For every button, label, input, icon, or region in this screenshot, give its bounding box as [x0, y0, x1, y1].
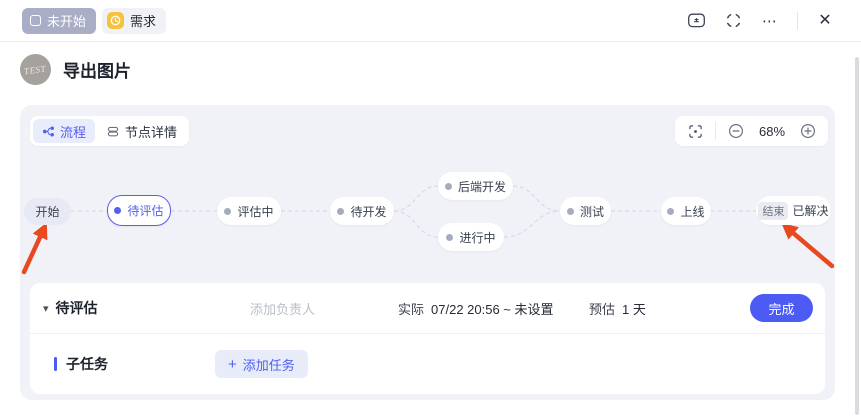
tab-node-details[interactable]: 节点详情 — [97, 119, 186, 143]
node-detail-title: 待评估 — [55, 300, 98, 316]
node-detail-card: ▾ 待评估 添加负责人 实际 07/22 20:56 ~ 未设置 预估 1 天 … — [30, 283, 825, 394]
subtasks-accent-bar — [54, 357, 57, 371]
flow-node-label: 待评估 — [127, 204, 164, 218]
subtasks-row: 子任务 + 添加任务 — [30, 334, 825, 394]
actual-label: 实际 — [398, 301, 425, 317]
annotation-arrow-right — [781, 222, 835, 269]
more-icon[interactable]: ⋯ — [762, 12, 778, 30]
add-task-label: 添加任务 — [242, 357, 295, 373]
flow-node-label: 评估中 — [237, 204, 274, 219]
flow-node-label: 待开发 — [350, 204, 387, 219]
node-dot-icon — [114, 207, 122, 214]
fit-view-icon[interactable] — [685, 121, 705, 141]
plus-icon: + — [228, 355, 237, 373]
workflow-panel: 流程 节点详情 68% 开始 待评估 — [20, 105, 835, 400]
flow-node-pending-dev[interactable]: 待开发 — [330, 197, 394, 225]
page-title: 导出图片 — [63, 62, 131, 81]
annotation-arrow-left — [21, 222, 48, 275]
collapse-icon[interactable]: ▾ — [43, 302, 49, 315]
estimate-field[interactable]: 预估 1 天 — [589, 299, 646, 318]
actual-value[interactable]: 07/22 20:56 ~ 未设置 — [431, 301, 554, 317]
end-badge: 结束 — [758, 201, 789, 220]
subtasks-label: 子任务 — [66, 356, 108, 372]
flow-node-label: 已解决 — [792, 204, 829, 218]
flow-node-backend-dev[interactable]: 后端开发 — [438, 172, 513, 200]
zoom-out-icon[interactable] — [726, 121, 746, 141]
avatar: TEST — [20, 54, 51, 85]
status-badge[interactable]: 未开始 — [22, 7, 97, 34]
node-detail-row: ▾ 待评估 添加负责人 实际 07/22 20:56 ~ 未设置 预估 1 天 … — [30, 283, 825, 333]
type-badge-label: 需求 — [130, 14, 157, 29]
node-dot-icon — [224, 207, 232, 215]
fullscreen-icon[interactable] — [723, 11, 743, 31]
flow-node-label: 上线 — [680, 204, 705, 219]
header-separator — [0, 41, 861, 42]
scrollbar[interactable] — [855, 57, 859, 415]
zoom-divider — [715, 122, 716, 140]
flow-node-label: 进行中 — [459, 230, 496, 245]
flow-node-label: 开始 — [35, 205, 60, 219]
tab-flow-label: 流程 — [60, 124, 87, 140]
flow-node-label: 测试 — [579, 204, 604, 219]
flow-node-in-progress[interactable]: 进行中 — [438, 223, 504, 251]
flow-node-testing[interactable]: 测试 — [560, 197, 611, 225]
node-details-icon — [107, 126, 119, 136]
zoom-controls: 68% — [675, 116, 828, 146]
header-divider — [797, 11, 798, 30]
estimate-value[interactable]: 1 天 — [622, 301, 646, 317]
header-bar: 未开始 需求 ⋯ ✕ — [0, 0, 861, 41]
node-dot-icon — [566, 207, 574, 215]
assistant-icon[interactable] — [686, 11, 706, 31]
add-assignee-field[interactable]: 添加负责人 — [250, 301, 316, 317]
complete-button[interactable]: 完成 — [750, 294, 813, 322]
actual-time-field[interactable]: 实际 07/22 20:56 ~ 未设置 — [398, 299, 554, 318]
estimate-label: 预估 — [589, 301, 616, 317]
zoom-level: 68% — [758, 123, 786, 139]
title-row: TEST 导出图片 — [20, 54, 131, 85]
close-icon[interactable]: ✕ — [818, 11, 832, 29]
tab-node-details-label: 节点详情 — [125, 124, 178, 140]
view-tabs: 流程 节点详情 — [30, 116, 190, 146]
node-dot-icon — [446, 233, 454, 241]
status-badge-label: 未开始 — [47, 14, 87, 29]
flow-node-online[interactable]: 上线 — [661, 197, 711, 225]
flow-node-end-resolved[interactable]: 结束 已解决 — [756, 196, 831, 225]
node-dot-icon — [667, 207, 675, 215]
zoom-in-icon[interactable] — [798, 121, 818, 141]
card-divider — [30, 333, 825, 334]
node-dot-icon — [444, 182, 452, 190]
flow-node-label: 后端开发 — [457, 179, 506, 194]
header-actions: ⋯ ✕ — [686, 11, 861, 31]
requirement-clock-icon — [107, 12, 125, 29]
checkbox-icon[interactable] — [30, 15, 41, 26]
node-dot-icon — [337, 207, 345, 215]
flow-node-reviewing[interactable]: 评估中 — [217, 197, 281, 225]
type-badge: 需求 — [102, 7, 167, 34]
flow-node-pending-review[interactable]: 待评估 — [107, 195, 171, 226]
flow-node-start[interactable]: 开始 — [24, 198, 71, 225]
tab-flow[interactable]: 流程 — [33, 119, 96, 143]
flow-icon — [42, 125, 54, 137]
add-task-button[interactable]: + 添加任务 — [215, 350, 308, 378]
avatar-text: TEST — [23, 63, 48, 76]
